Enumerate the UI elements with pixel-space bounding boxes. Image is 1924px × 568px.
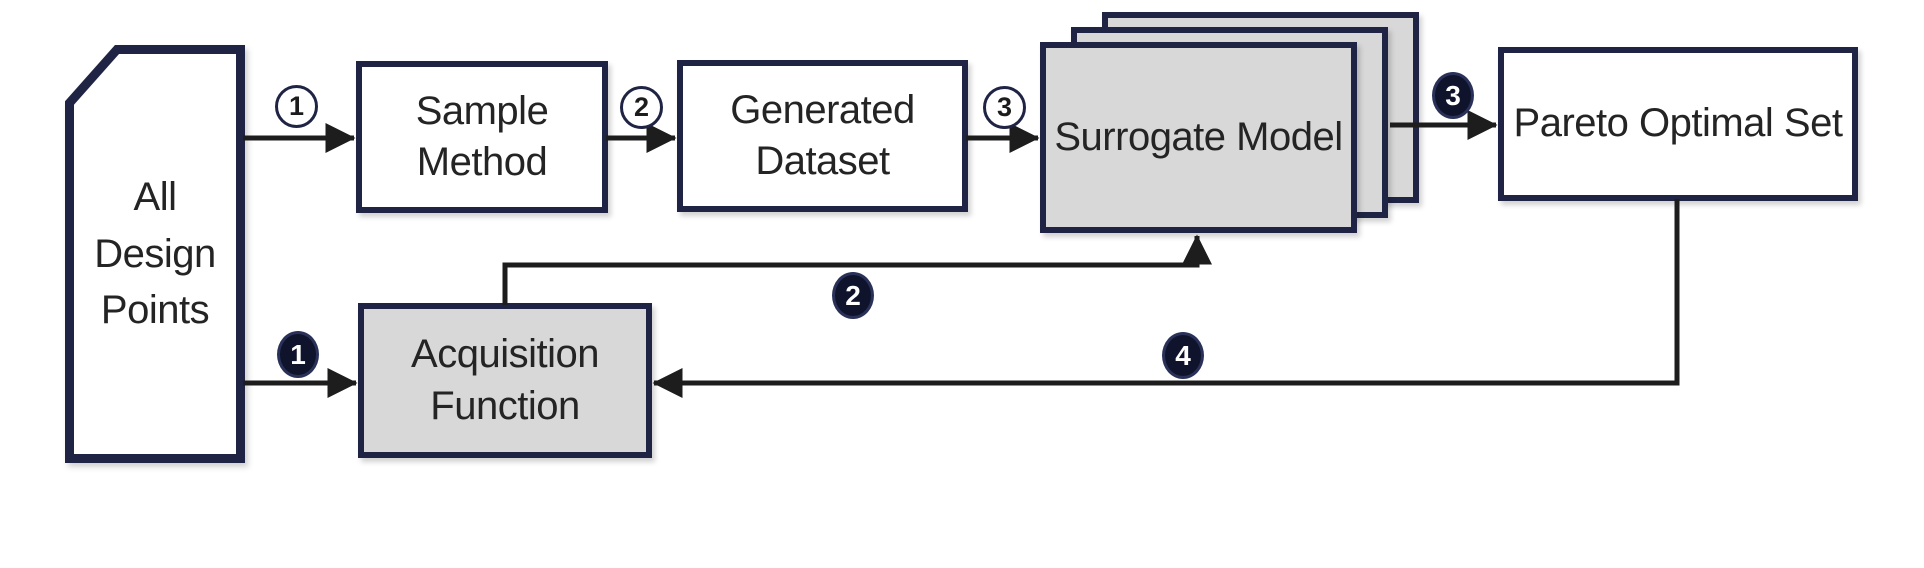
node-generated-dataset: Generated Dataset xyxy=(677,60,968,212)
node-acquisition-function: Acquisition Function xyxy=(358,303,652,458)
node-sample-method: Sample Method xyxy=(356,61,608,213)
step-badge-outlined-2: 2 xyxy=(620,86,663,129)
node-pareto-optimal-set-label: Pareto Optimal Set xyxy=(1513,101,1843,146)
node-all-design-points: All Design Points xyxy=(65,45,245,463)
node-acquisition-function-label: Acquisition Function xyxy=(411,332,599,428)
all-design-points-outline xyxy=(65,45,245,463)
node-surrogate-model-label: Surrogate Model xyxy=(1054,114,1343,159)
step-badge-filled-1: 1 xyxy=(277,331,319,378)
node-generated-dataset-label: Generated Dataset xyxy=(730,87,915,183)
step-badge-outlined-1: 1 xyxy=(275,85,318,128)
step-badge-filled-4: 4 xyxy=(1162,332,1204,379)
node-all-design-points-label: All Design Points xyxy=(94,174,216,333)
node-sample-method-label: Sample Method xyxy=(415,88,549,184)
step-badge-outlined-3: 3 xyxy=(983,86,1026,129)
node-surrogate-model: Surrogate Model xyxy=(1040,42,1357,233)
step-badge-filled-3: 3 xyxy=(1432,72,1474,119)
all-design-points-shape xyxy=(65,45,245,463)
node-pareto-optimal-set: Pareto Optimal Set xyxy=(1498,47,1858,201)
step-badge-filled-2: 2 xyxy=(832,272,874,319)
